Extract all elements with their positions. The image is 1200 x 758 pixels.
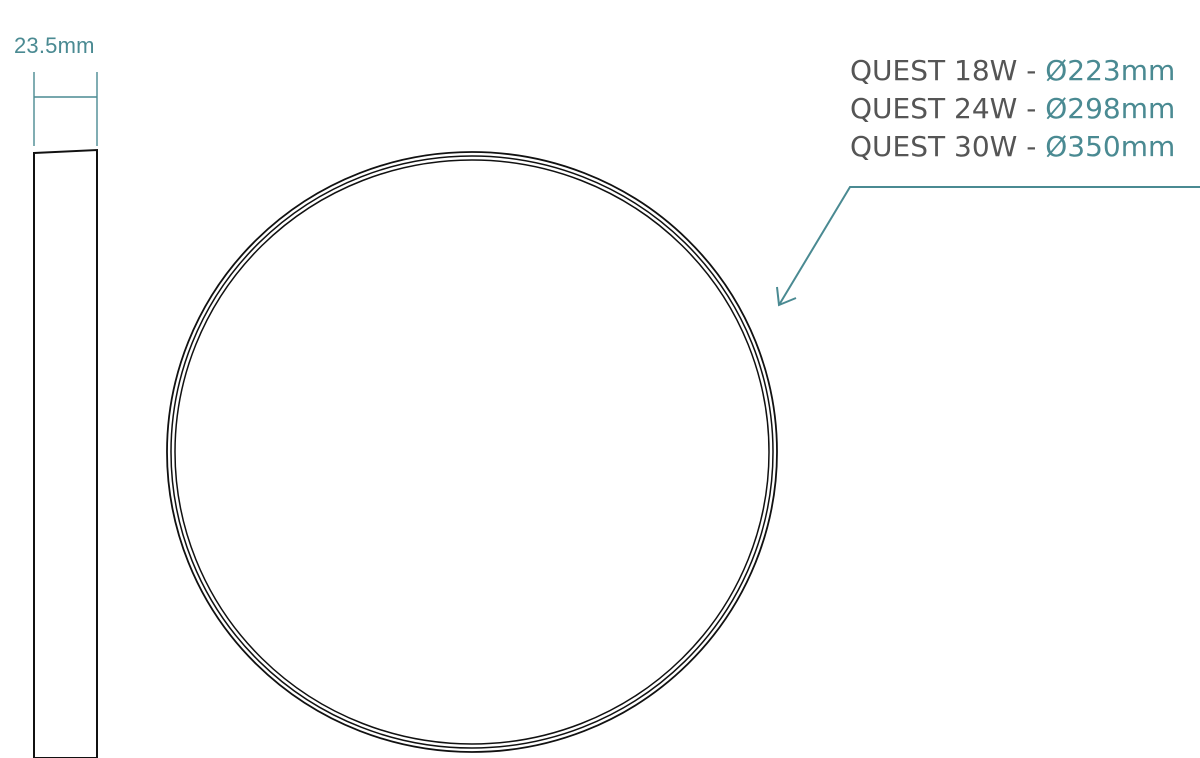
spec-diameter: Ø298mm bbox=[1045, 92, 1176, 125]
spec-row-30w: QUEST 30W - Ø350mm bbox=[850, 128, 1200, 166]
side-profile bbox=[33, 148, 98, 758]
leader-line bbox=[778, 186, 1200, 306]
front-view-panel bbox=[166, 151, 778, 753]
panel-outer-ring bbox=[166, 151, 778, 753]
spec-separator: - bbox=[1017, 92, 1046, 125]
spec-separator: - bbox=[1017, 130, 1046, 163]
panel-inner-ring bbox=[174, 159, 770, 745]
spec-model: QUEST 30W bbox=[850, 130, 1018, 163]
spec-row-18w: QUEST 18W - Ø223mm bbox=[850, 52, 1200, 90]
spec-model: QUEST 18W bbox=[850, 54, 1018, 87]
spec-diameter: Ø223mm bbox=[1045, 54, 1176, 87]
spec-diameter: Ø350mm bbox=[1045, 130, 1176, 163]
panel-middle-ring bbox=[170, 155, 774, 749]
diameter-leader bbox=[776, 186, 1200, 307]
depth-dimension bbox=[33, 72, 98, 146]
spec-model: QUEST 24W bbox=[850, 92, 1018, 125]
spec-separator: - bbox=[1017, 54, 1046, 87]
leader-arrowhead bbox=[776, 286, 797, 307]
spec-row-24w: QUEST 24W - Ø298mm bbox=[850, 90, 1200, 128]
depth-label: 23.5mm bbox=[14, 33, 95, 58]
model-diameter-list: QUEST 18W - Ø223mm QUEST 24W - Ø298mm QU… bbox=[850, 52, 1200, 166]
